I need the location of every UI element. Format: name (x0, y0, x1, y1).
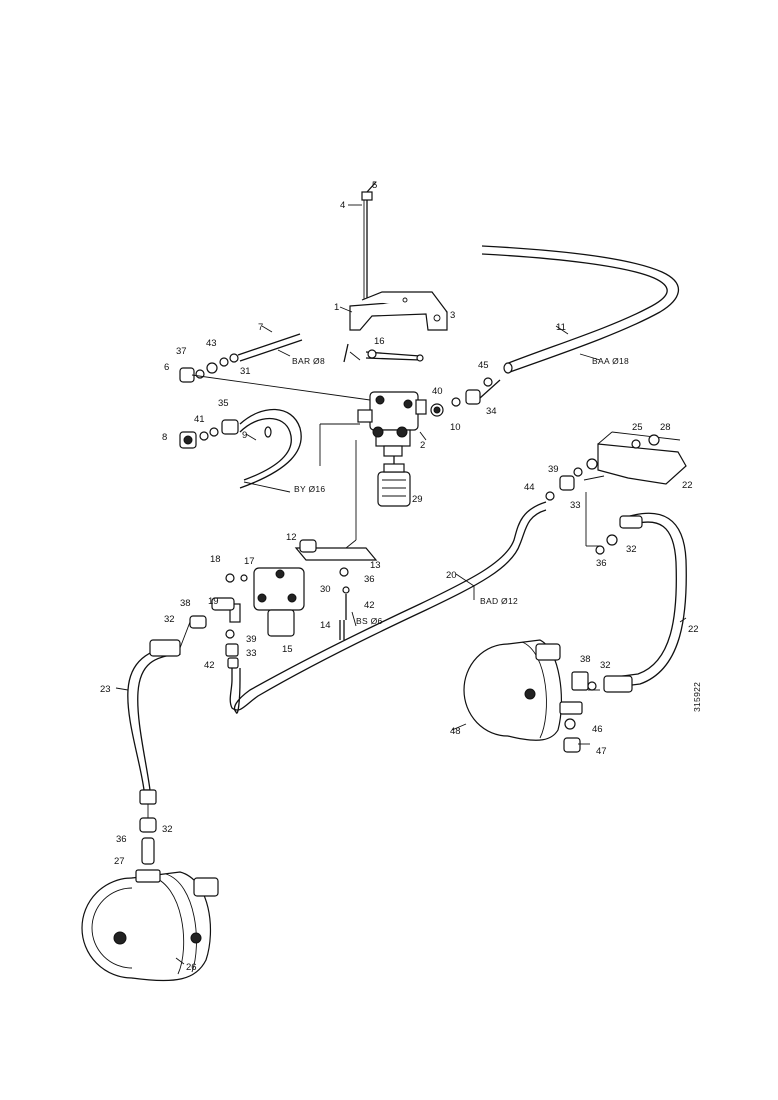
callout-32-left: 32 (164, 614, 175, 625)
pipe-label-14: BS Ø6 (356, 616, 383, 626)
callout-4: 4 (340, 200, 345, 211)
callout-6: 6 (164, 362, 169, 373)
callout-44: 44 (524, 482, 535, 493)
callout-23: 23 (100, 684, 111, 695)
callout-28: 28 (660, 422, 671, 433)
callout-32-right-b: 32 (600, 660, 611, 671)
callout-32-right: 32 (626, 544, 637, 555)
callout-31-upper: 31 (240, 366, 251, 377)
valve-15 (211, 539, 378, 640)
callout-numbers: 5 4 1 3 7 11 43 37 6 31 16 45 40 34 10 3… (100, 180, 699, 973)
callout-42-mid: 42 (364, 600, 375, 611)
callout-40: 40 (432, 386, 443, 397)
callout-2: 2 (420, 440, 425, 451)
callout-1: 1 (334, 302, 339, 313)
callout-leaders (115, 204, 687, 965)
callout-7: 7 (258, 322, 263, 333)
callout-39-right: 39 (548, 464, 559, 475)
leader-lines-right (585, 492, 600, 547)
bracket-1 (349, 291, 448, 331)
callout-45: 45 (478, 360, 489, 371)
callout-41: 41 (194, 414, 205, 425)
callout-25: 25 (632, 422, 643, 433)
pipe-label-20: BAD Ø12 (480, 596, 518, 606)
hose-22 (595, 512, 687, 693)
callout-42-left: 42 (204, 660, 215, 671)
callout-27: 27 (114, 856, 125, 867)
upper-rod (361, 181, 377, 300)
callout-14: 14 (320, 620, 331, 631)
callout-20: 20 (446, 570, 457, 581)
callout-11: 11 (556, 322, 566, 333)
callout-38-left: 38 (180, 598, 191, 609)
pipe-label-11: BAA Ø18 (592, 356, 629, 366)
callout-26: 26 (186, 962, 197, 973)
callout-35: 35 (218, 398, 229, 409)
callout-16: 16 (374, 336, 385, 347)
fittings-right (430, 377, 501, 417)
callout-3: 3 (450, 310, 455, 321)
leader-lines (191, 351, 371, 549)
bracket-22 (545, 431, 687, 501)
callout-8: 8 (162, 432, 167, 443)
brake-chamber-26 (81, 869, 219, 982)
callout-36-lower: 36 (116, 834, 127, 845)
callout-22-hose: 22 (688, 624, 699, 635)
callout-22: 22 (682, 480, 693, 491)
callout-13: 13 (370, 560, 381, 571)
callout-33-right: 33 (570, 500, 581, 511)
callout-34: 34 (486, 406, 497, 417)
fittings-left-middle (179, 408, 302, 489)
callout-17: 17 (244, 556, 255, 567)
callout-48: 48 (450, 726, 461, 737)
callout-29: 29 (412, 494, 423, 505)
callout-5: 5 (372, 180, 377, 191)
callout-36-mid: 36 (364, 574, 375, 585)
callout-47: 47 (596, 746, 607, 757)
pipe-label-7: BAR Ø8 (292, 356, 325, 366)
callout-32-lower: 32 (162, 824, 173, 835)
callout-46: 46 (592, 724, 603, 735)
brake-chamber-48 (463, 639, 600, 753)
callout-33-left: 33 (246, 648, 257, 659)
valve-2 (357, 391, 427, 457)
pipe-11 (481, 245, 680, 374)
callout-15: 15 (282, 644, 293, 655)
fittings-lower-left (139, 804, 157, 865)
callout-36-right: 36 (596, 558, 607, 569)
callout-9: 9 (242, 430, 247, 441)
callout-37: 37 (176, 346, 187, 357)
callout-30: 30 (320, 584, 331, 595)
filter-29 (377, 456, 411, 507)
callout-12: 12 (286, 532, 297, 543)
callout-19: 19 (208, 596, 219, 607)
callout-10: 10 (450, 422, 461, 433)
pipe-labels: BAR Ø8 BY Ø16 BAA Ø18 BS Ø6 BAD Ø12 (292, 356, 629, 626)
pipe-20 (229, 501, 547, 714)
pipe-label-9: BY Ø16 (294, 484, 325, 494)
callout-39-left: 39 (246, 634, 257, 645)
callout-43: 43 (206, 338, 217, 349)
callout-38-right: 38 (580, 654, 591, 665)
hose-23 (127, 621, 191, 805)
drawing-number: 315922 (692, 682, 702, 712)
callout-18: 18 (210, 554, 221, 565)
lever-16 (343, 343, 424, 363)
